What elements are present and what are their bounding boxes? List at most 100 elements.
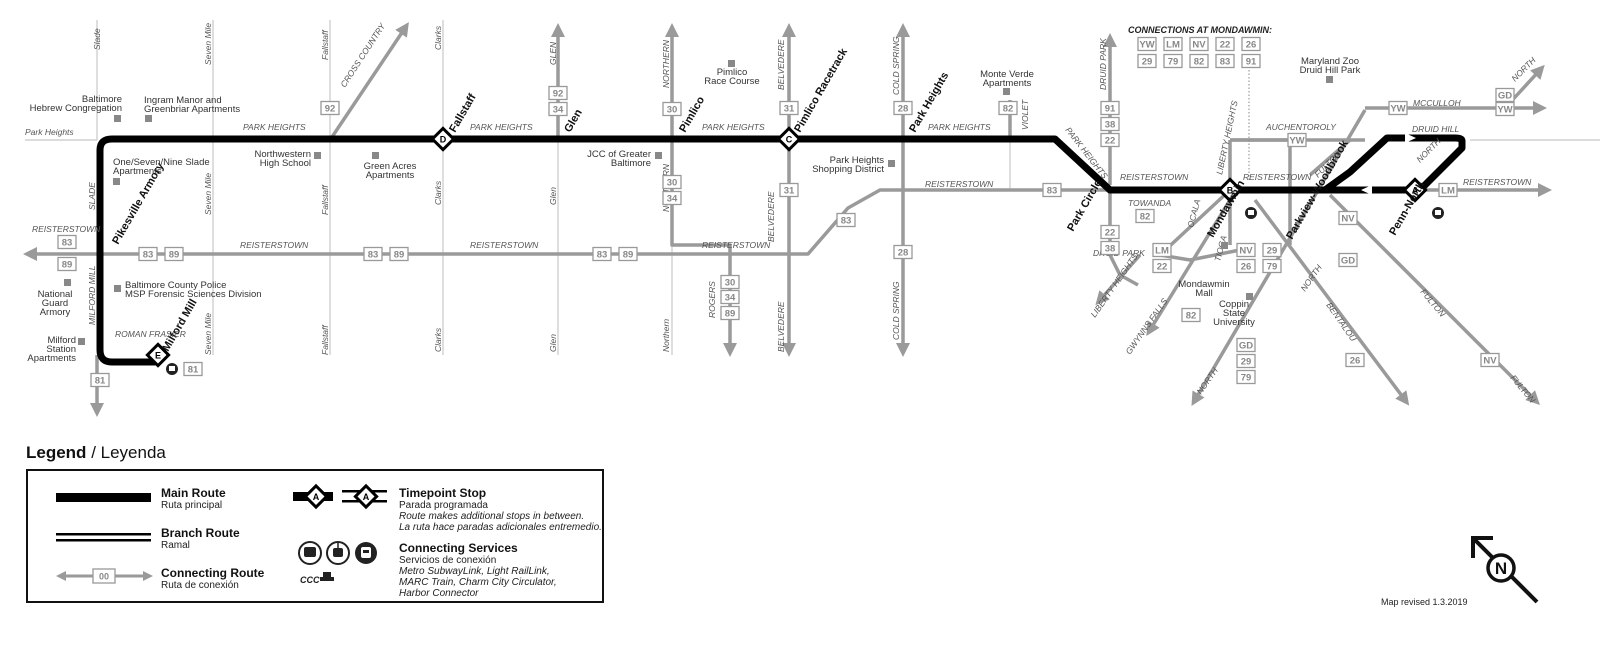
route-shield[interactable]: 26 <box>1345 352 1365 368</box>
route-shield[interactable]: NV <box>1480 352 1500 368</box>
main-route-swatch <box>56 493 151 502</box>
svg-text:31: 31 <box>784 104 795 115</box>
route-shield[interactable]: 31 <box>779 100 799 116</box>
route-shield[interactable]: LM <box>1438 182 1458 198</box>
timepoint-c[interactable]: C <box>776 126 802 152</box>
connections-grid: YW LM NV 22 26 29 79 82 83 91 <box>1137 36 1261 69</box>
route-shield[interactable]: 89 <box>164 246 184 262</box>
svg-text:26: 26 <box>1246 40 1257 51</box>
connection-shield[interactable]: 26 <box>1241 36 1261 52</box>
svg-text:VIOLET: VIOLET <box>1020 99 1030 130</box>
svg-text:Seven Mile: Seven Mile <box>203 23 213 65</box>
route-shield[interactable]: 82 <box>998 100 1018 116</box>
route-shield[interactable]: 83 <box>836 212 856 228</box>
svg-text:Slade: Slade <box>92 28 102 50</box>
route-shield[interactable]: 89 <box>57 256 77 272</box>
svg-text:Park Heights: Park Heights <box>830 155 885 166</box>
route-shield[interactable]: 83 <box>138 246 158 262</box>
route-shield[interactable]: YW <box>1388 100 1408 116</box>
subway-icon <box>1432 207 1444 219</box>
route-shield[interactable]: 83 <box>1042 182 1062 198</box>
svg-text:BELVEDERE: BELVEDERE <box>776 39 786 90</box>
north-arrow-label: N <box>1495 559 1507 578</box>
svg-text:26: 26 <box>1350 356 1361 367</box>
connection-shield[interactable]: NV <box>1189 36 1209 52</box>
route-shield[interactable]: 38 <box>1100 116 1120 132</box>
timepoint-e[interactable]: E <box>145 342 171 368</box>
svg-text:89: 89 <box>725 309 736 320</box>
route-shield[interactable]: 34 <box>720 289 740 305</box>
route-shield[interactable]: 29 <box>1236 353 1256 369</box>
route-shield[interactable]: 79 <box>1262 258 1282 274</box>
connection-shield[interactable]: 29 <box>1137 53 1157 69</box>
svg-text:Mondawmin: Mondawmin <box>1178 279 1229 290</box>
route-shield[interactable]: 81 <box>90 372 110 388</box>
map-revised-date: Map revised 1.3.2019 <box>1381 597 1468 607</box>
route-shield[interactable]: 92 <box>548 85 568 101</box>
connection-shield[interactable]: LM <box>1163 36 1183 52</box>
route-shield[interactable]: 81 <box>183 361 203 377</box>
route-shield[interactable]: 79 <box>1236 369 1256 385</box>
svg-text:79: 79 <box>1241 373 1252 384</box>
route-shield[interactable]: 26 <box>1236 258 1256 274</box>
connection-shield[interactable]: 22 <box>1215 36 1235 52</box>
route-shield[interactable]: GD <box>1236 337 1256 353</box>
route-shield[interactable]: NV <box>1236 242 1256 258</box>
svg-text:28: 28 <box>898 104 909 115</box>
route-shield[interactable]: 30 <box>662 174 682 190</box>
svg-text:NV: NV <box>1341 214 1355 225</box>
route-map: A B C D E Fallstaff Glen Pimlico Pimlico… <box>23 20 1600 417</box>
route-shield[interactable]: 89 <box>618 246 638 262</box>
route-shield[interactable]: NV <box>1338 210 1358 226</box>
route-shield[interactable]: 91 <box>1100 100 1120 116</box>
route-shield[interactable]: 34 <box>548 101 568 117</box>
route-shield[interactable]: YW <box>1287 132 1307 148</box>
route-shield[interactable]: GD <box>1495 87 1515 103</box>
svg-text:Fallstaff: Fallstaff <box>320 324 330 355</box>
route-shield[interactable]: 92 <box>320 100 340 116</box>
route-shield[interactable]: 34 <box>662 190 682 206</box>
subway-icon <box>1245 207 1257 219</box>
route-shield[interactable]: 83 <box>592 246 612 262</box>
svg-text:GD: GD <box>1239 341 1253 352</box>
route-shield[interactable]: 38 <box>1100 240 1120 256</box>
svg-text:Druid Hill Park: Druid Hill Park <box>1300 65 1361 76</box>
route-shield[interactable]: 89 <box>389 246 409 262</box>
route-shield[interactable]: 31 <box>779 182 799 198</box>
svg-text:34: 34 <box>553 105 564 116</box>
route-shield[interactable]: 82 <box>1181 307 1201 323</box>
route-shield[interactable]: GD <box>1338 252 1358 268</box>
route-shield[interactable]: 22 <box>1152 258 1172 274</box>
connection-shield[interactable]: 83 <box>1215 53 1235 69</box>
connection-shield[interactable]: 91 <box>1241 53 1261 69</box>
route-shield[interactable]: 30 <box>720 274 740 290</box>
route-shield[interactable]: 83 <box>363 246 383 262</box>
route-shield[interactable]: 28 <box>893 100 913 116</box>
route-shield[interactable]: YW <box>1495 101 1515 117</box>
connection-shield[interactable]: YW <box>1137 36 1157 52</box>
route-shield[interactable]: 89 <box>720 305 740 321</box>
timepoint-letter: B <box>1227 186 1234 196</box>
route-shield[interactable]: 22 <box>1100 132 1120 148</box>
route-shield[interactable]: 29 <box>1262 242 1282 258</box>
svg-text:ROMAN FRASIER: ROMAN FRASIER <box>115 329 186 339</box>
route-shield[interactable]: 22 <box>1100 224 1120 240</box>
svg-text:82: 82 <box>1003 104 1014 115</box>
route-shield[interactable]: 82 <box>1135 208 1155 224</box>
svg-text:Guard: Guard <box>42 298 68 309</box>
svg-text:83: 83 <box>841 216 852 227</box>
connection-shield[interactable]: 79 <box>1163 53 1183 69</box>
connection-shield[interactable]: 82 <box>1189 53 1209 69</box>
timepoint-letter: E <box>155 351 161 361</box>
svg-text:92: 92 <box>325 104 336 115</box>
route-shield[interactable]: 83 <box>57 234 77 250</box>
svg-text:GD: GD <box>1498 91 1512 102</box>
route-shield[interactable]: 28 <box>893 244 913 260</box>
svg-text:PARK HEIGHTS: PARK HEIGHTS <box>243 122 306 132</box>
route-shield[interactable]: 30 <box>662 101 682 117</box>
svg-text:SLADE: SLADE <box>87 182 97 210</box>
points-of-interest: Baltimore Hebrew Congregation Ingram Man… <box>27 56 1360 364</box>
timepoint-d[interactable]: D <box>430 126 456 152</box>
route-shield[interactable]: LM <box>1152 242 1172 258</box>
